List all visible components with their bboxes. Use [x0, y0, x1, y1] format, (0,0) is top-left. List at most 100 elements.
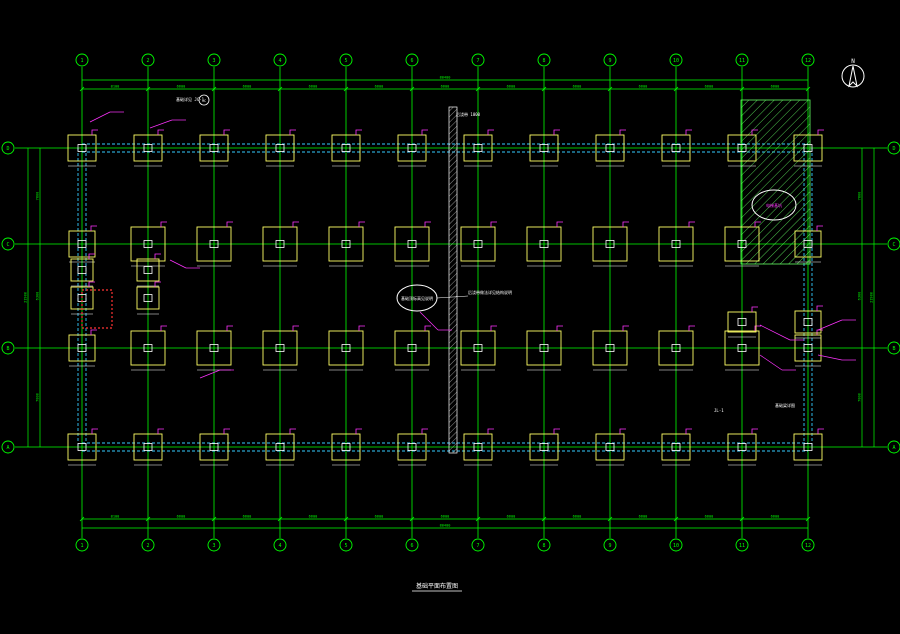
- footing-tag: [154, 281, 161, 287]
- column: [737, 318, 747, 326]
- axis-bubble-1-bottom: [75, 538, 89, 552]
- dim-span-bottom: 6600: [177, 515, 186, 519]
- footing-A3: [199, 433, 229, 461]
- dim-span-left: 7800: [36, 393, 40, 402]
- right-note-frame: [751, 189, 797, 221]
- dim-tick-top: [145, 86, 151, 92]
- oval-note-frame: [396, 284, 438, 312]
- axis-bubble-3-top: [207, 53, 221, 67]
- annotation-leader: [759, 324, 791, 341]
- footing-tag: [553, 428, 560, 434]
- axis-label-7-top: 7: [476, 58, 479, 64]
- column: [473, 443, 483, 451]
- axis-bubble-7-top: [471, 53, 485, 67]
- notes: 后浇带 1000 基础顶标高见说明 后浇带做法详见结构说明 基础详见 JC-1 …: [176, 94, 797, 413]
- dim-total-right: 21900: [870, 292, 874, 303]
- dim-span-bottom: 6600: [507, 515, 516, 519]
- footing-D4: [265, 134, 295, 162]
- footing-stair-4: [136, 286, 160, 310]
- dim-tick-top: [541, 86, 547, 92]
- dim-span-bottom: 8100: [111, 515, 120, 519]
- dim-span-top: 6600: [177, 85, 186, 89]
- column: [407, 144, 417, 152]
- dim-total-bottom: 80400: [440, 524, 451, 528]
- footing-B6: [394, 330, 430, 366]
- column: [341, 240, 351, 248]
- footing-B12-upper: [794, 310, 822, 334]
- axis-bubble-6-top: [405, 53, 419, 67]
- dim-total-left: 21900: [24, 292, 28, 303]
- footing-tag: [622, 221, 629, 227]
- axis-bubble-7-bottom: [471, 538, 485, 552]
- dim-span-top: 6600: [441, 85, 450, 89]
- footing-D11: [727, 134, 757, 162]
- column: [77, 144, 87, 152]
- column: [737, 344, 747, 352]
- column: [803, 318, 813, 326]
- footing-B8: [526, 330, 562, 366]
- dim-span-right: 7800: [858, 192, 862, 201]
- axis-label-12-bottom: 12: [805, 543, 811, 549]
- axis-label-3-bottom: 3: [212, 543, 215, 549]
- footing-B11-upper: [727, 311, 757, 333]
- dim-span-bottom: 6600: [441, 515, 450, 519]
- column: [473, 144, 483, 152]
- footing-tag: [688, 221, 695, 227]
- top-note-bubble: [198, 94, 210, 106]
- axis-label-12-top: 12: [805, 58, 811, 64]
- footing-tag: [421, 428, 428, 434]
- axis-bubble-12-bottom: [801, 538, 815, 552]
- dim-tick-bottom: [79, 516, 85, 522]
- dim-span-top: 6600: [573, 85, 582, 89]
- axis-bubble-11-bottom: [735, 538, 749, 552]
- dim-tick-bottom: [805, 516, 811, 522]
- footing-B10: [658, 330, 694, 366]
- footing-B9: [592, 330, 628, 366]
- axis-label-C-right: C: [892, 242, 895, 248]
- title-text: 基础平面布置图: [416, 582, 458, 590]
- column: [275, 144, 285, 152]
- footing-C12: [794, 230, 822, 258]
- footing-A6: [397, 433, 427, 461]
- annotation-leader: [817, 354, 843, 361]
- axis-bubble-9-bottom: [603, 538, 617, 552]
- column: [737, 240, 747, 248]
- footing-B1: [68, 334, 96, 362]
- column: [671, 144, 681, 152]
- footing-tag: [688, 325, 695, 331]
- elevator-pit-hatch: [740, 99, 811, 265]
- beam-layer: [77, 99, 813, 454]
- column: [539, 443, 549, 451]
- footing-tag: [556, 325, 563, 331]
- footing-tag: [685, 428, 692, 434]
- lower-right-note: 基础梁详图: [775, 402, 795, 408]
- footing-tag: [421, 129, 428, 135]
- column: [671, 240, 681, 248]
- axis-label-5-top: 5: [344, 58, 347, 64]
- axis-bubble-3-bottom: [207, 538, 221, 552]
- axis-label-B-left: B: [6, 346, 9, 352]
- column: [605, 144, 615, 152]
- dim-tick-top: [673, 86, 679, 92]
- axis-label-11-top: 11: [739, 58, 745, 64]
- dim-tick-bottom: [475, 516, 481, 522]
- footing-tag: [816, 305, 823, 311]
- column: [275, 240, 285, 248]
- footing-C11: [724, 226, 760, 262]
- footing-C1: [68, 230, 96, 258]
- footing-A4: [265, 433, 295, 461]
- dim-span-top: 6600: [507, 85, 516, 89]
- footing-stair-1: [70, 258, 94, 282]
- axis-bubble-11-top: [735, 53, 749, 67]
- axis-bubble-10-top: [669, 53, 683, 67]
- dim-tick-top: [79, 86, 85, 92]
- dim-tick-top: [211, 86, 217, 92]
- footing-tag: [685, 129, 692, 135]
- dim-tick-bottom: [211, 516, 217, 522]
- axis-label-8-top: 8: [542, 58, 545, 64]
- footing-tag: [358, 325, 365, 331]
- axis-label-A-left: A: [6, 445, 9, 451]
- axis-bubble-C-right: [887, 237, 900, 251]
- axis-bubble-8-top: [537, 53, 551, 67]
